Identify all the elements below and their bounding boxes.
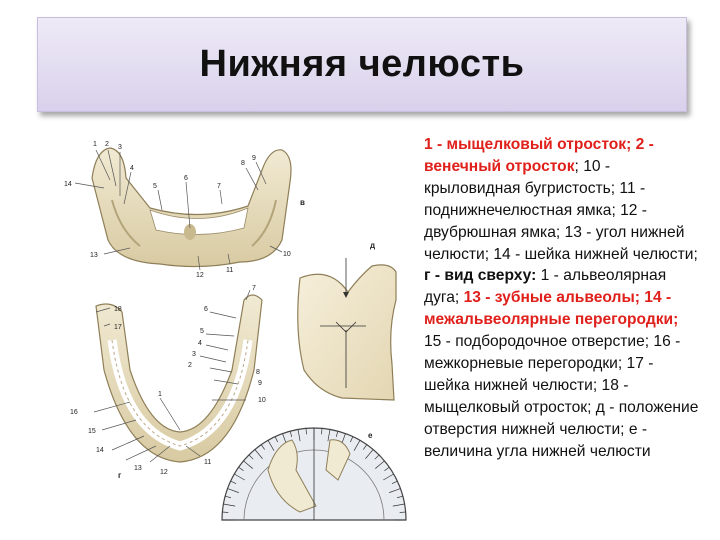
panel-label-e: е	[368, 431, 373, 440]
protractor-tick	[384, 466, 390, 471]
bottom-num-17: 17	[114, 324, 122, 331]
bottom-num-18: 18	[114, 306, 122, 313]
top-num-5: 5	[153, 183, 157, 190]
top-num-12: 12	[196, 272, 204, 279]
top-num-1: 1	[93, 141, 97, 148]
protractor-tick	[243, 460, 253, 469]
protractor-tick	[391, 480, 398, 484]
protractor-tick	[389, 488, 401, 493]
bottom-num-8: 8	[256, 369, 260, 376]
top-num-9: 9	[252, 155, 256, 162]
legend-segment: г - вид сверху:	[424, 267, 537, 285]
protractor-tick	[260, 444, 265, 450]
top-num-11: 11	[226, 267, 233, 274]
bottom-num-1: 1	[158, 391, 162, 398]
protractor-tick	[225, 495, 232, 499]
panel-label-v: в	[300, 198, 305, 207]
protractor-tick	[335, 431, 339, 438]
bottom-num-9: 9	[258, 380, 262, 387]
panel-label-g: г	[118, 471, 122, 480]
protractor-tick	[297, 429, 301, 442]
bottom-num-15: 15	[88, 428, 96, 435]
panel-label-d: д	[370, 241, 375, 250]
protractor-tick	[396, 495, 403, 499]
protractor-tick	[363, 444, 368, 450]
protractor-illustration: е	[221, 427, 407, 521]
protractor-tick	[305, 428, 307, 435]
top-num-13: 13	[90, 252, 98, 259]
protractor-tick	[238, 466, 244, 471]
protractor-tick	[321, 428, 323, 435]
bottom-num-5: 5	[200, 328, 204, 335]
protractor-tick	[350, 436, 354, 443]
bottom-num-6: 6	[204, 306, 208, 313]
legend-text: 1 - мыщелковый отросток; 2 - венечный от…	[424, 134, 699, 463]
title-banner: Нижняя челюсть	[37, 17, 687, 112]
legend-segment: 1 - мыщелковый отросток; 2 - венечный от…	[424, 136, 654, 175]
protractor-tick	[374, 454, 380, 460]
protractor-tick	[375, 460, 385, 469]
bottom-num-14: 14	[96, 447, 104, 454]
protractor-tick	[365, 449, 374, 459]
bottom-num-12: 12	[160, 469, 168, 476]
top-num-2: 2	[105, 141, 109, 148]
protractor-tick	[399, 511, 406, 513]
top-num-14: 14	[64, 181, 72, 188]
protractor-tick	[230, 480, 237, 484]
top-num-6: 6	[184, 175, 188, 182]
protractor-tick	[254, 449, 263, 459]
bottom-num-11: 11	[204, 459, 211, 466]
top-num-8: 8	[241, 160, 245, 167]
bottom-num-7: 7	[252, 285, 256, 292]
protractor-tick	[227, 488, 239, 493]
bottom-num-3: 3	[192, 351, 196, 358]
bottom-num-10: 10	[258, 397, 266, 404]
top-num-10: 10	[283, 251, 291, 258]
legend-segment: 13 - зубные альвеолы; 14 - межальвеолярн…	[424, 289, 679, 329]
protractor-tick	[234, 473, 245, 481]
slide-title: Нижняя челюсть	[199, 43, 525, 85]
protractor-tick	[222, 511, 229, 513]
protractor-tick	[392, 503, 405, 507]
bottom-num-4: 4	[198, 340, 202, 347]
protractor-tick	[223, 503, 236, 507]
protractor-tick	[289, 431, 293, 438]
protractor-tick	[327, 429, 331, 442]
protractor-tick	[267, 440, 275, 451]
mandible-posterior-view: 1 2 3 4 5 6 7 8 9 10 11 12 13 14 в	[64, 141, 305, 279]
legend-segment: ; 10 - крыловидная бугристость; 11 - под…	[424, 157, 698, 263]
mandible-superior-view: 18 17 7 6 5 4 3 2 8 9 10 1 16 15 14 13 1…	[70, 285, 266, 480]
protractor-tick	[353, 440, 361, 451]
legend-segment: 15 - подбородочное отверстие; 16 - межко…	[424, 333, 699, 460]
protractor-tick	[248, 454, 254, 460]
top-num-7: 7	[217, 183, 221, 190]
bottom-num-2: 2	[188, 362, 192, 369]
legend-segment: 1 - альвеолярная дуга;	[424, 267, 667, 307]
top-num-4: 4	[130, 165, 134, 172]
bottom-num-13: 13	[134, 465, 142, 472]
top-num-3: 3	[118, 144, 122, 151]
protractor-tick	[274, 436, 278, 443]
mandible-ramus-view: д	[297, 241, 397, 401]
bottom-num-16: 16	[70, 409, 78, 416]
protractor-tick	[383, 473, 394, 481]
